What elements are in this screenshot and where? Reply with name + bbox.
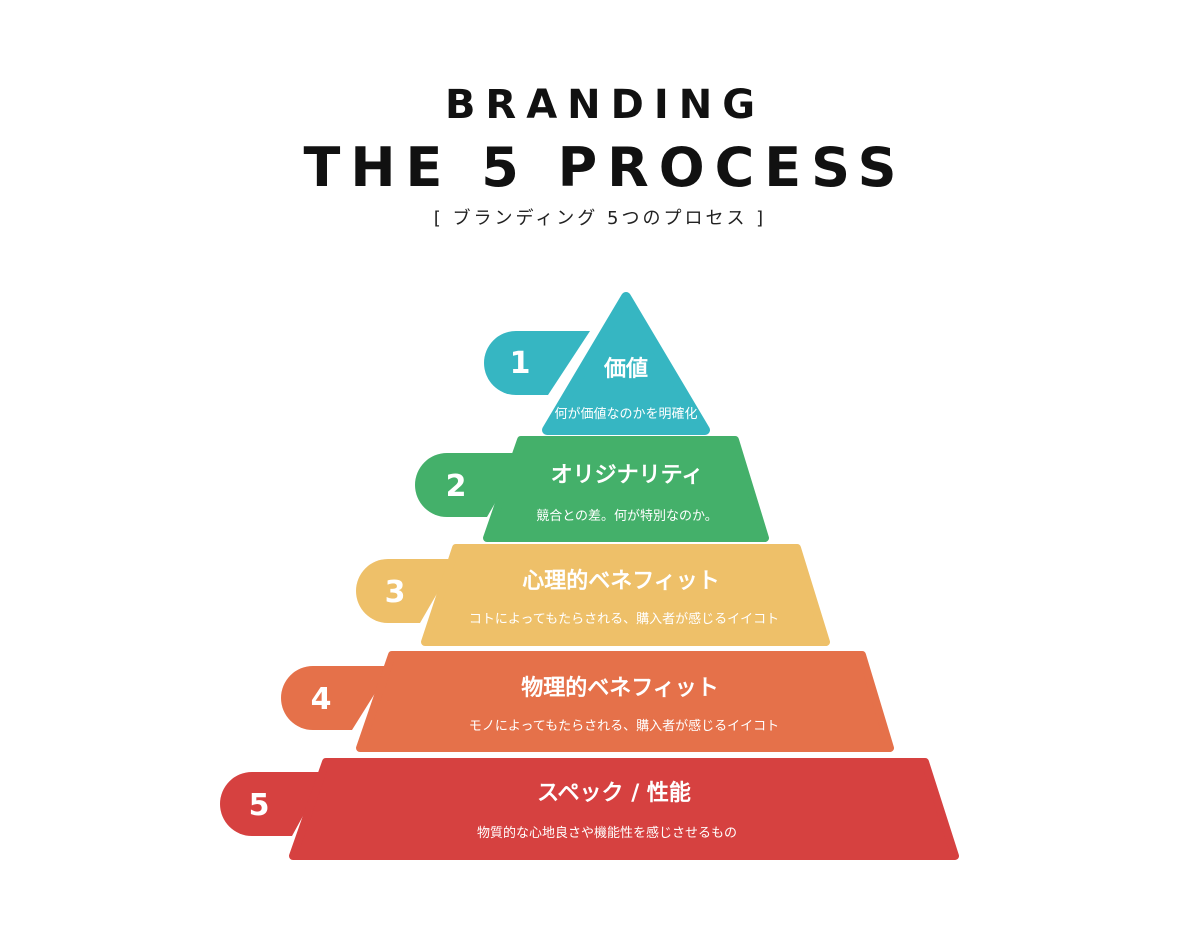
level-4-title: 物理的ベネフィット [521, 675, 719, 701]
level-5-description: 物質的な心地良さや機能性を感じさせるもの [477, 825, 737, 841]
level-4-number: 4 [311, 682, 332, 717]
level-1-description: 何が価値なのかを明確化 [554, 406, 697, 422]
level-2-description: 競合との差。何が特別なのか。 [536, 508, 718, 524]
pyramid-level-5: 5 スペック / 性能 物質的な心地良さや機能性を感じさせるもの [220, 758, 959, 860]
level-1-title: 価値 [603, 357, 648, 382]
pyramid-level-3: 3 心理的ベネフィット コトによってもたらされる、購入者が感じるイイコト [356, 544, 830, 646]
level-1-number: 1 [510, 346, 531, 381]
level-3-tab [356, 559, 457, 623]
level-2-number: 2 [446, 469, 467, 504]
level-3-title: 心理的ベネフィット [522, 568, 720, 594]
pyramid-level-1: 1 価値 何が価値なのかを明確化 [484, 292, 710, 435]
level-2-tab [415, 453, 524, 517]
level-2-title: オリジナリティ [551, 463, 704, 488]
level-5-band [289, 758, 959, 860]
pyramid-level-2: 2 オリジナリティ 競合との差。何が特別なのか。 [415, 436, 769, 542]
title-branding: BRANDING [444, 82, 766, 128]
subtitle-japanese: [ ブランディング 5つのプロセス ] [433, 208, 767, 229]
level-4-band [356, 651, 894, 752]
level-5-title: スペック / 性能 [537, 780, 691, 806]
level-4-tab [281, 666, 392, 730]
title-the-5-process: THE 5 PROCESS [303, 136, 907, 199]
level-1-band [542, 292, 710, 435]
level-5-number: 5 [249, 788, 270, 823]
level-5-tab [220, 772, 327, 836]
level-3-band [421, 544, 830, 646]
pyramid-level-4: 4 物理的ベネフィット モノによってもたらされる、購入者が感じるイイコト [281, 651, 894, 752]
level-2-band [483, 436, 769, 542]
level-1-tab [484, 331, 590, 395]
level-3-number: 3 [385, 575, 406, 610]
level-4-description: モノによってもたらされる、購入者が感じるイイコト [469, 718, 779, 734]
level-3-description: コトによってもたらされる、購入者が感じるイイコト [469, 611, 779, 627]
